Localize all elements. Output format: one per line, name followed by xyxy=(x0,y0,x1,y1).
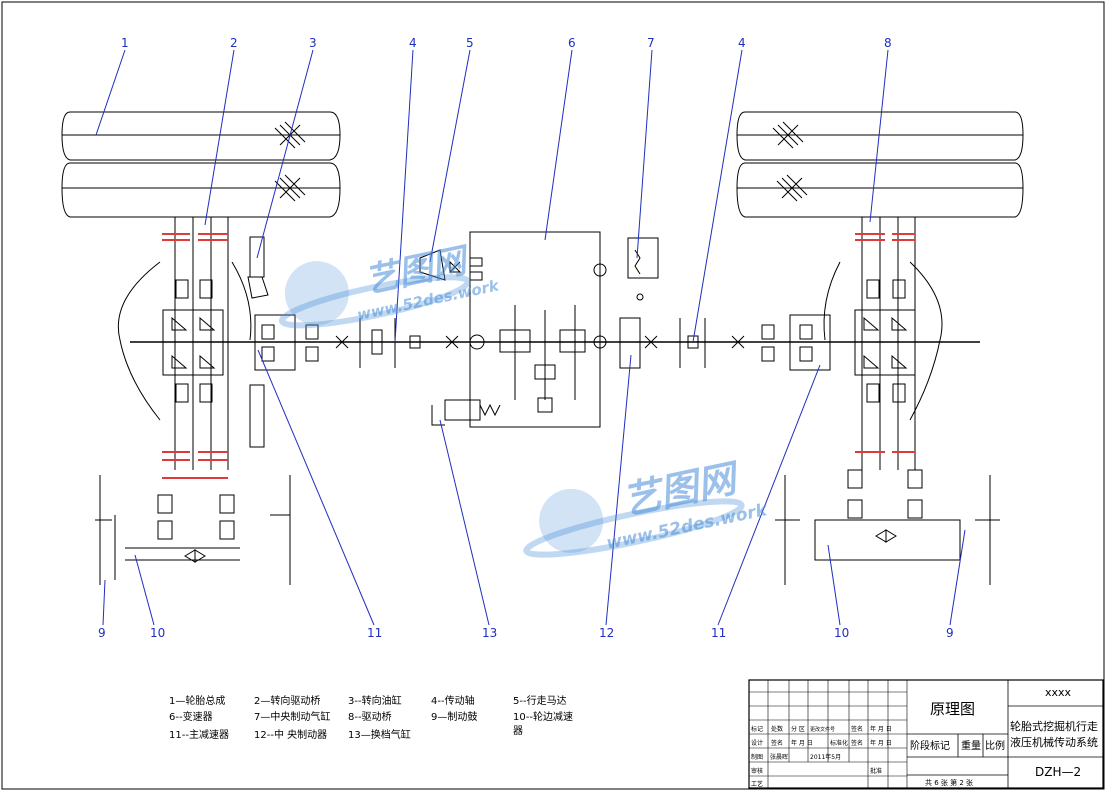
leader-lines xyxy=(95,49,966,626)
legend-4: 4--传动轴 xyxy=(431,694,475,707)
legend-12: 12--中 央制动器 xyxy=(254,728,327,741)
label-3: 3 xyxy=(309,36,317,50)
weight-label: 重量 xyxy=(961,739,981,752)
drawing-name: 原理图 xyxy=(930,700,975,718)
drafter-name: 张晨晖 xyxy=(770,753,788,761)
right-drive-axle xyxy=(761,217,1000,585)
row-sign-3: 签名 xyxy=(851,739,863,747)
row-design: 设计 xyxy=(751,739,763,747)
legend: 1—轮胎总成 2—转向驱动桥 3--转向油缸 4--传动轴 5--行走马达 6-… xyxy=(169,694,573,741)
legend-10: 10--轮边减速 xyxy=(513,710,573,723)
right-tires xyxy=(736,111,1024,218)
center-transmission xyxy=(335,231,745,428)
legend-1: 1—轮胎总成 xyxy=(169,694,225,707)
row-approve: 批准 xyxy=(870,767,882,775)
drawing-number: DZH—2 xyxy=(1035,765,1081,779)
label-11-left: 11 xyxy=(367,626,382,640)
label-1: 1 xyxy=(121,36,129,50)
label-10-left: 10 xyxy=(150,626,165,640)
legend-9: 9—制动鼓 xyxy=(431,710,477,723)
row-ymd: 年 月 日 xyxy=(870,725,892,733)
label-9-left: 9 xyxy=(98,626,106,640)
legend-6: 6--变速器 xyxy=(169,710,213,723)
left-tires xyxy=(61,111,341,218)
row-change: 更改文件号 xyxy=(810,726,835,733)
row-zone: 分 区 xyxy=(791,725,805,733)
row-count: 处数 xyxy=(771,725,783,733)
row-ymd-2: 年 月 日 xyxy=(791,739,813,747)
row-ymd-3: 年 月 日 xyxy=(870,739,892,747)
row-sign: 签名 xyxy=(851,725,863,733)
legend-8: 8--驱动桥 xyxy=(348,711,392,723)
sheet-count: 共 6 张 第 2 张 xyxy=(925,778,973,787)
label-2: 2 xyxy=(230,36,238,50)
part-number-labels: 1 2 3 4 5 6 7 4 8 9 10 11 13 12 11 10 9 xyxy=(98,36,954,640)
row-mark: 标记 xyxy=(751,725,763,733)
system-name-line2: 液压机械传动系统 xyxy=(1010,735,1098,749)
left-steering-axle xyxy=(95,217,980,585)
draft-date: 2011年5月 xyxy=(810,753,841,761)
row-draw: 制图 xyxy=(751,753,763,761)
label-12: 12 xyxy=(599,626,614,640)
label-7: 7 xyxy=(647,36,655,50)
row-std: 标准化 xyxy=(830,739,848,747)
legend-2: 2—转向驱动桥 xyxy=(254,694,320,707)
row-review: 审核 xyxy=(751,767,763,775)
system-name-line1: 轮胎式挖掘机行走 xyxy=(1010,719,1098,733)
watermark-top: 艺图网 www.52des.work xyxy=(278,240,501,329)
row-sign-2: 签名 xyxy=(771,739,783,747)
label-5: 5 xyxy=(466,36,474,50)
title-block: xxxx 原理图 轮胎式挖掘机行走 液压机械传动系统 阶段标记 重量 比例 DZ… xyxy=(748,679,1104,789)
label-8: 8 xyxy=(884,36,892,50)
legend-5: 5--行走马达 xyxy=(513,694,567,707)
legend-13: 13—换档气缸 xyxy=(348,728,411,741)
watermark-bottom: 艺图网 www.52des.work xyxy=(523,455,770,558)
legend-11: 11--主减速器 xyxy=(169,729,229,741)
label-10-right: 10 xyxy=(834,626,849,640)
legend-7: 7—中央制动气缸 xyxy=(254,710,330,723)
label-4-right: 4 xyxy=(738,36,746,50)
label-11-right: 11 xyxy=(711,626,726,640)
label-6: 6 xyxy=(568,36,576,50)
legend-10-cont: 器 xyxy=(513,725,523,737)
title-code: xxxx xyxy=(1045,686,1072,699)
label-13: 13 xyxy=(482,626,497,640)
label-9-right: 9 xyxy=(946,626,954,640)
legend-3: 3--转向油缸 xyxy=(348,694,402,707)
row-craft: 工艺 xyxy=(751,780,763,788)
scale-label: 比例 xyxy=(985,739,1005,752)
stage-label: 阶段标记 xyxy=(910,739,950,752)
label-4-left: 4 xyxy=(409,36,417,50)
